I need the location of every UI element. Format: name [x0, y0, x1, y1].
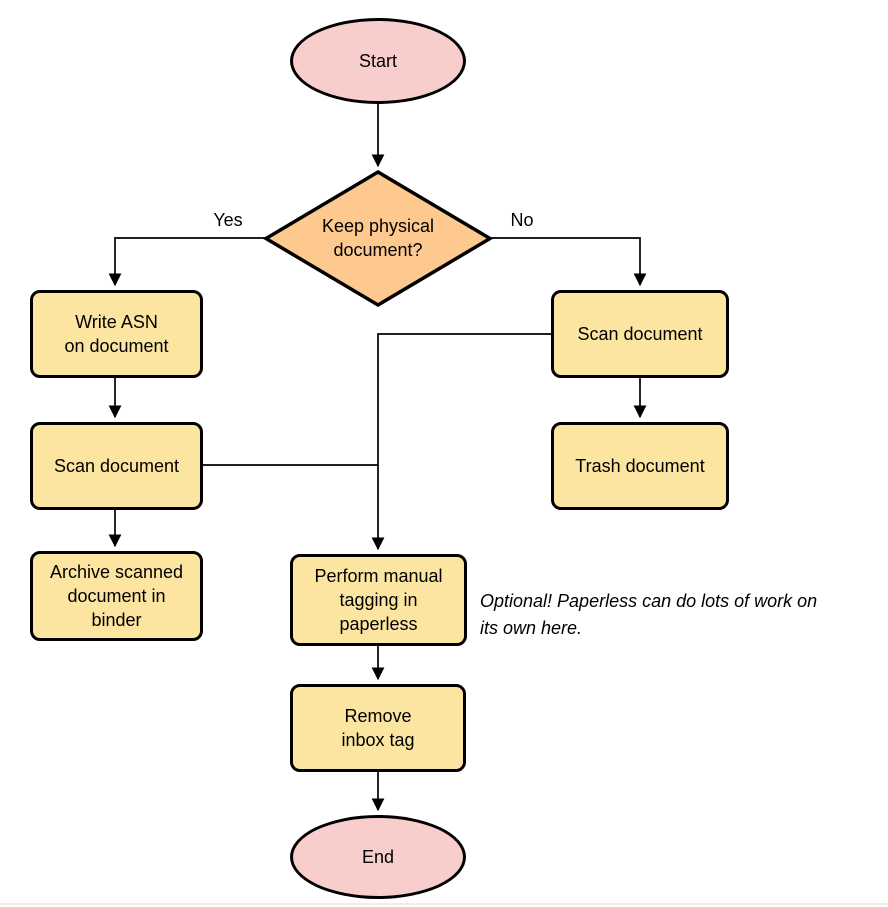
node-perform-tagging: Perform manual tagging in paperless [290, 554, 467, 646]
node-scan-document-right: Scan document [551, 290, 729, 378]
node-end: End [290, 815, 466, 899]
node-write-asn: Write ASN on document [30, 290, 203, 378]
edge-scan-right-to-tagging [371, 333, 551, 551]
edge-decision-yes-to-write-asn [108, 237, 266, 287]
page-bottom-edge [0, 903, 888, 905]
edge-decision-no-to-scan-right [490, 237, 647, 287]
node-decision-label: Keep physical document? [321, 215, 435, 260]
node-start: Start [290, 18, 466, 104]
decision-diamond-shape [262, 169, 494, 308]
node-scan-document-left: Scan document [30, 422, 203, 510]
annotation-note: Optional! Paperless can do lots of work … [480, 591, 818, 638]
node-archive-binder: Archive scanned document in binder [30, 551, 203, 641]
node-remove-inbox-tag: Remove inbox tag [290, 684, 466, 772]
edge-label-yes: Yes [213, 210, 243, 230]
edge-label-no: No [510, 210, 534, 230]
node-trash-document: Trash document [551, 422, 729, 510]
